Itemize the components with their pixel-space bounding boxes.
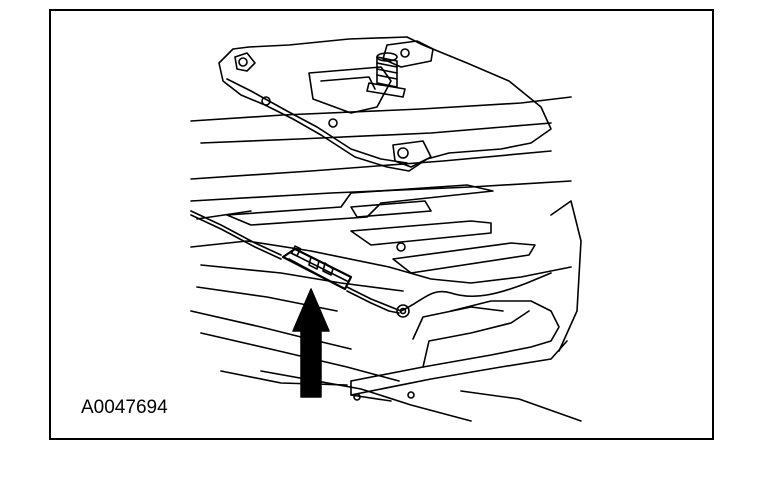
stud-bolt <box>366 52 406 98</box>
up-arrow-icon <box>292 288 330 398</box>
underbody-illustration <box>190 36 582 422</box>
floor-pan <box>190 96 582 422</box>
lower-channel <box>220 300 568 402</box>
illustration-frame: A0047694 <box>49 9 714 440</box>
parking-brake-cable <box>190 210 552 318</box>
cable-adjuster <box>281 245 353 291</box>
figure-id-label: A0047694 <box>81 397 168 418</box>
